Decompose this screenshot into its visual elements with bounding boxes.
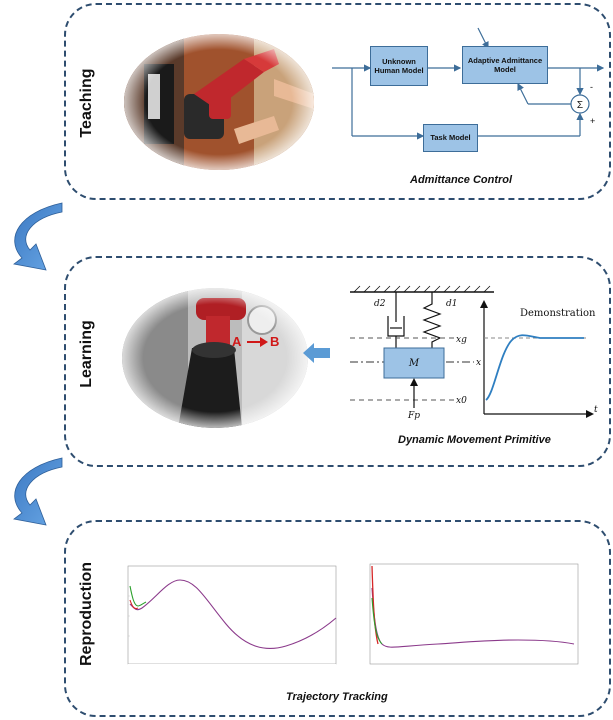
flow-arrow-teaching-to-learning xyxy=(13,202,63,271)
summing-junction xyxy=(570,94,590,114)
spring-icon xyxy=(422,292,442,352)
damper-label: d2 xyxy=(374,299,386,309)
label-point-a: A xyxy=(232,334,242,349)
unknown-human-model-block: Unknown Human Model xyxy=(370,46,428,86)
teaching-caption: Admittance Control xyxy=(410,174,513,186)
flow-arrow-learning-to-reproduction xyxy=(13,457,63,526)
label-point-b: B xyxy=(270,334,280,349)
dmp-to-photo-arrow xyxy=(303,343,330,363)
teaching-stage-label: Teaching xyxy=(78,68,95,138)
force-label: Fp xyxy=(407,411,420,421)
learning-caption: Dynamic Movement Primitive xyxy=(398,434,551,446)
tracked-trajectory-red-2 xyxy=(371,565,379,645)
tracked-trajectory-green-2 xyxy=(371,597,383,645)
teaching-robot-photo xyxy=(124,34,314,170)
demonstration-curve xyxy=(485,334,584,401)
admittance-control-diagram: Σ - + xyxy=(332,27,605,140)
learning-stage-label: Learning xyxy=(78,320,95,388)
plus-sign: + xyxy=(590,116,595,126)
adaptive-admittance-model-block: Adaptive Admittance Model xyxy=(462,46,548,84)
mass-block xyxy=(383,347,445,379)
damper-icon xyxy=(387,292,405,352)
summing-symbol: Σ xyxy=(577,100,583,111)
learning-robot-photo xyxy=(122,288,308,428)
reproduction-stage-label: Reproduction xyxy=(78,562,95,666)
time-label: t xyxy=(594,405,598,415)
tracked-trajectory-green xyxy=(129,585,147,607)
reference-trajectory-1 xyxy=(129,579,337,649)
spring-label: d1 xyxy=(446,299,458,309)
a-to-b-arrow xyxy=(247,337,268,347)
demonstration-label: Demonstration xyxy=(520,308,596,319)
position-label: x xyxy=(476,358,481,368)
goal-label: xg xyxy=(456,335,467,345)
start-label: x0 xyxy=(456,396,467,406)
task-model-block: Task Model xyxy=(423,124,478,152)
trajectory-plot-velocity xyxy=(369,563,579,665)
minus-sign: - xyxy=(590,82,593,92)
tracked-trajectory-red xyxy=(129,599,139,610)
mass-label: M xyxy=(408,358,420,369)
trajectory-plot-position xyxy=(127,565,337,670)
reproduction-caption: Trajectory Tracking xyxy=(286,691,388,703)
dmp-diagram: d2 d1 M Fp xg x x0 Demonstration t xyxy=(350,285,598,421)
